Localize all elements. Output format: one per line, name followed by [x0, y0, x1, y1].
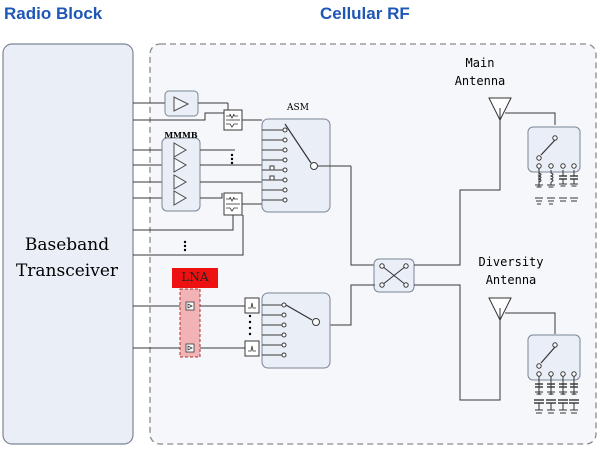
asm-throws [262, 123, 318, 203]
duplexer-filter-icon [223, 109, 243, 131]
mmmb-block [161, 137, 201, 212]
diversity-antenna-icon [488, 297, 512, 322]
diversity-antenna-label-line2: Antenna [485, 273, 537, 287]
baseband-transceiver-block [2, 43, 134, 445]
cellular-rf-header: Cellular RF [320, 4, 410, 23]
main-antenna-label-line1: Main [465, 56, 495, 70]
main-antenna-icon [488, 97, 512, 122]
diversity-tuner-loads [534, 376, 579, 414]
asm-label: ASM [287, 103, 309, 113]
saw-filter-icon [244, 340, 260, 357]
baseband-wires [133, 102, 245, 349]
main-antenna-label-line2: Antenna [454, 74, 506, 88]
cellular-rf-region [149, 43, 597, 445]
amplifier-triangle-icon [173, 96, 190, 112]
lna-badge [172, 268, 218, 288]
main-tuner-block [527, 126, 581, 173]
lna-block [179, 288, 201, 358]
transceiver-label: Transceiver [15, 261, 119, 281]
baseband-label: Baseband [24, 235, 110, 255]
diversity-antenna-label-line1: Diversity [478, 255, 544, 269]
crossover-switch-icon [379, 263, 409, 288]
diversity-switch-block [261, 292, 331, 369]
mmmb-amplifiers [173, 142, 187, 206]
diversity-tuner-block [527, 334, 581, 381]
lna-label: LNA [181, 270, 209, 284]
saw-filter-icon [244, 297, 260, 314]
main-tuner-loads [534, 168, 579, 205]
duplexer-filter-icon [223, 192, 243, 216]
radio-block-header: Radio Block [4, 4, 103, 23]
lna-amplifier-icon [185, 301, 195, 353]
mmmb-label: MMMB [164, 130, 198, 140]
